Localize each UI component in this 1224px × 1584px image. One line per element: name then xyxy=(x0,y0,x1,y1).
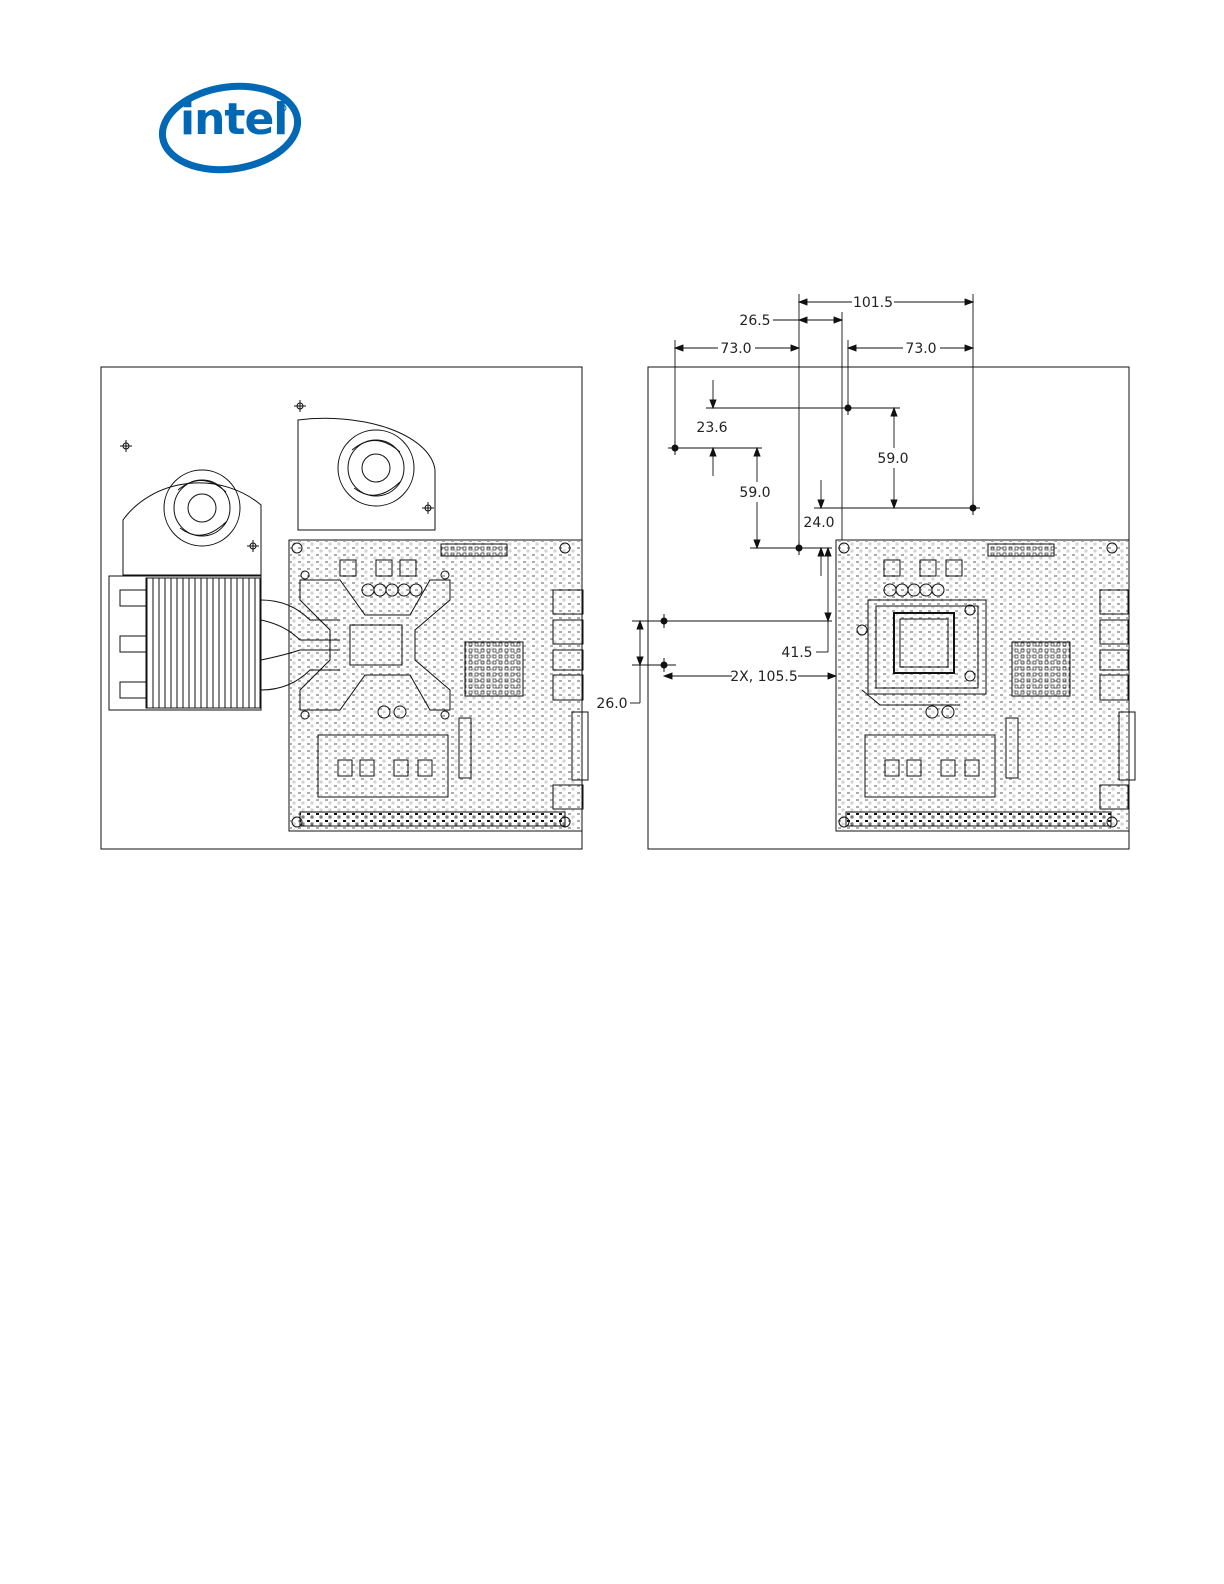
hole-marker xyxy=(841,401,855,415)
dim-73-right: 73.0 xyxy=(905,341,936,357)
dim-24-0: 24.0 xyxy=(803,515,834,531)
hole-marker xyxy=(657,658,671,672)
dim-26-5: 26.5 xyxy=(739,313,770,329)
dim-73-left: 73.0 xyxy=(720,341,751,357)
hole-marker xyxy=(966,501,980,515)
hole-marker xyxy=(792,541,806,555)
dim-26-0: 26.0 xyxy=(596,696,627,712)
dim-59-right: 59.0 xyxy=(877,451,908,467)
left-motherboard xyxy=(289,540,588,831)
dim-101-5: 101.5 xyxy=(853,295,893,311)
dim-23-6: 23.6 xyxy=(696,420,727,436)
dim-2x-105-5: 2X, 105.5 xyxy=(730,669,797,685)
left-fan-1 xyxy=(120,440,261,575)
hole-marker xyxy=(668,441,682,455)
dim-41-5: 41.5 xyxy=(781,645,812,661)
right-motherboard xyxy=(836,540,1135,831)
hole-marker xyxy=(657,614,671,628)
dim-59-left: 59.0 xyxy=(739,485,770,501)
left-fan-2 xyxy=(294,400,435,530)
